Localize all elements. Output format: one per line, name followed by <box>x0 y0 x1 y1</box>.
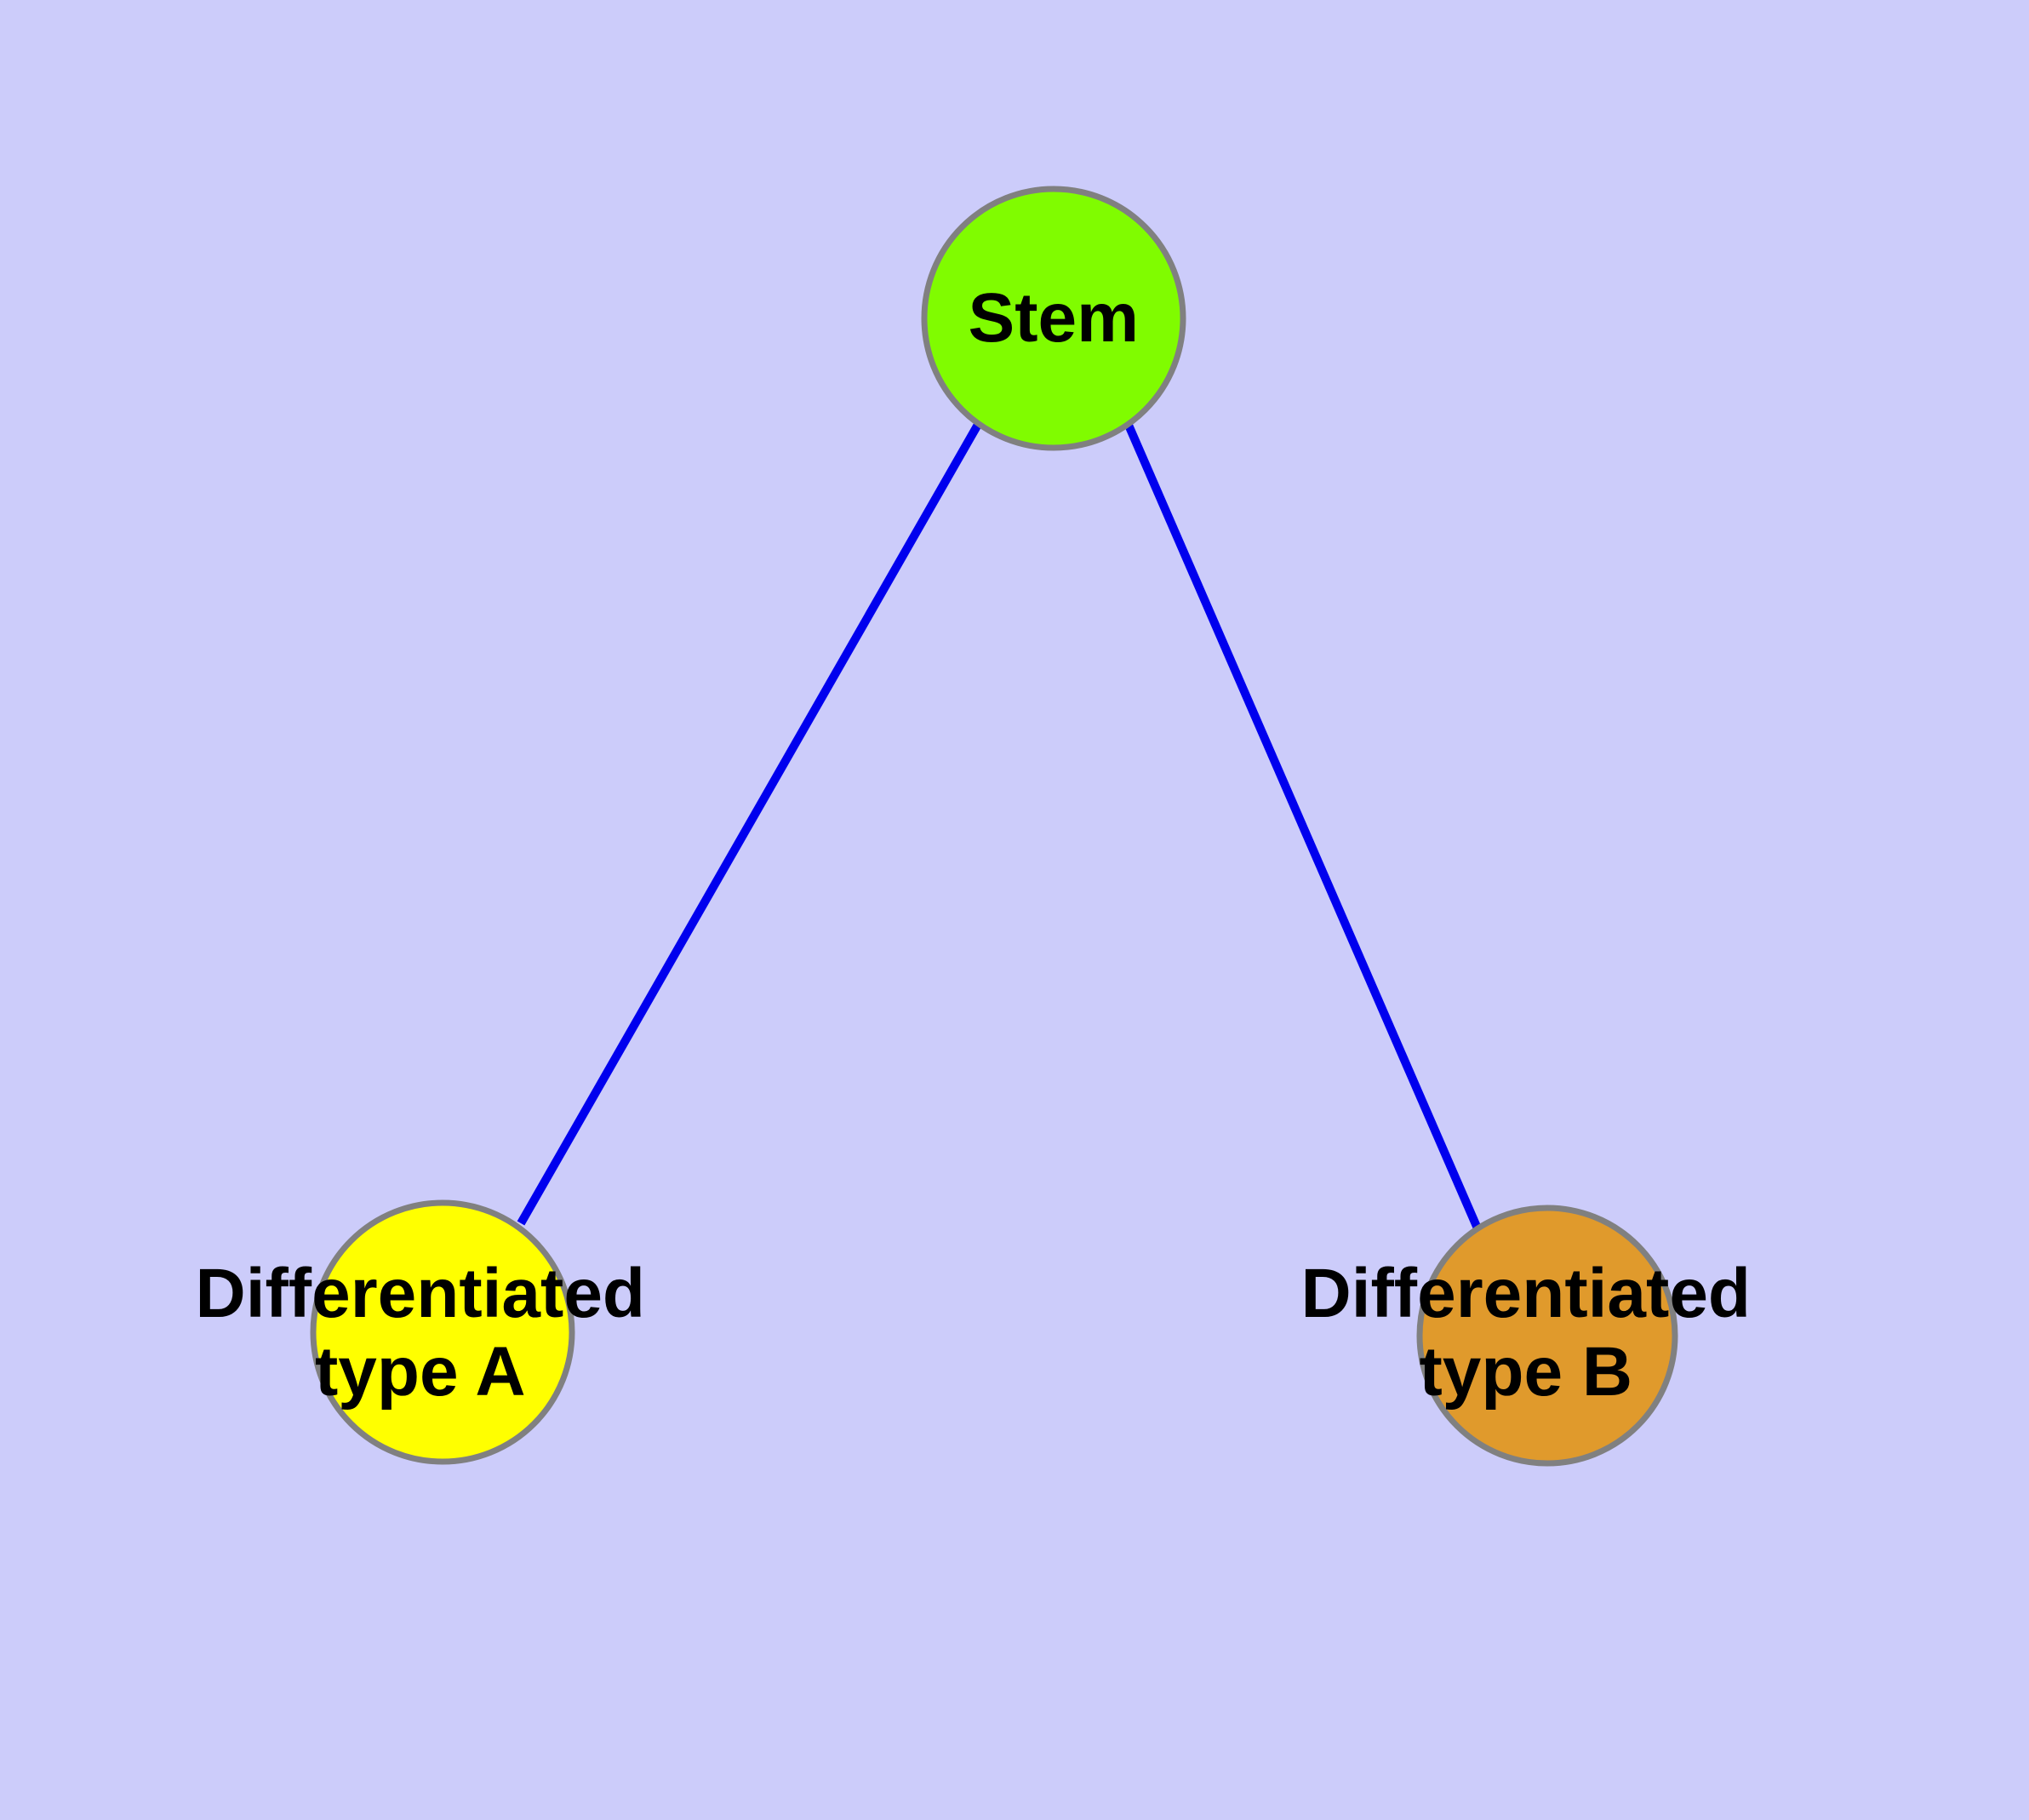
graph-edge-stem-diff_a[interactable] <box>517 421 983 1226</box>
edges-layer <box>517 421 1482 1230</box>
graph-node-diff_b[interactable] <box>1416 1205 1678 1467</box>
graph-node-diff_a[interactable] <box>310 1199 575 1465</box>
nodes-layer <box>310 186 1678 1467</box>
graph-node-stem[interactable] <box>921 186 1186 451</box>
graph-edge-stem-diff_b[interactable] <box>1123 421 1482 1230</box>
